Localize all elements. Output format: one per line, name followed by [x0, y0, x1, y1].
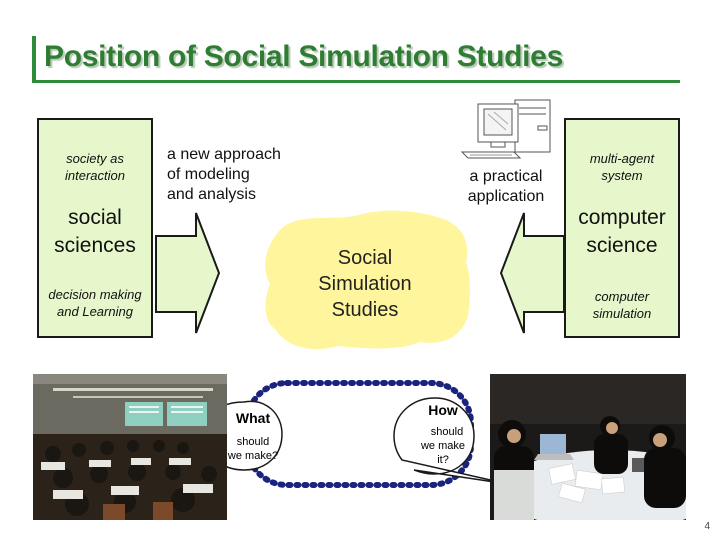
how-speech-bubble: [393, 397, 509, 485]
caption-line: application: [467, 188, 545, 205]
right-arrow-icon: [155, 212, 221, 334]
bubble-line: we make: [420, 440, 466, 452]
right-caption: a practical application: [456, 167, 556, 207]
panel-main-label: computer science: [566, 204, 678, 260]
page-title: Position of Social Simulation Studies: [44, 40, 563, 73]
panel-note-line: simulation: [592, 306, 652, 321]
center-cloud-shape: [265, 210, 470, 350]
page-number: 4: [704, 521, 710, 532]
title-underline: [32, 80, 680, 83]
caption-line: a practical: [469, 168, 543, 185]
panel-note-line: system: [601, 168, 643, 183]
group-discussion-photo: [490, 374, 686, 520]
panel-note-line: interaction: [65, 168, 125, 183]
panel-main-label: social sciences: [39, 204, 151, 260]
what-heading: What: [235, 410, 271, 426]
cloud-line: Studies: [331, 299, 399, 321]
bubble-line: we make?: [227, 450, 279, 462]
lecture-room-photo: [33, 374, 227, 520]
bubble-line: should: [430, 426, 464, 438]
how-bubble-text: How should we make it?: [410, 401, 476, 467]
left-caption: a new approach of modeling and analysis: [167, 145, 281, 205]
caption-line: a new approach: [167, 146, 281, 163]
desktop-computer-icon: [460, 99, 551, 159]
left-arrow-icon: [499, 212, 565, 334]
panel-top-note: multi-agent system: [566, 150, 678, 184]
panel-note-line: multi-agent: [589, 151, 655, 166]
how-heading: How: [428, 402, 458, 418]
computer-science-panel: multi-agent system computer science comp…: [564, 118, 680, 338]
panel-bottom-note: computer simulation: [566, 288, 678, 322]
panel-note-line: decision making: [48, 287, 142, 302]
panel-note-line: and Learning: [57, 304, 133, 319]
panel-top-note: society as interaction: [39, 150, 151, 184]
bubble-line: should: [236, 436, 270, 448]
panel-main-line: social: [68, 206, 122, 229]
caption-line: of modeling: [167, 166, 250, 183]
panel-note-line: computer: [594, 289, 650, 304]
center-cloud-label: Social Simulation Studies: [300, 245, 430, 323]
panel-bottom-note: decision making and Learning: [39, 286, 151, 320]
social-sciences-panel: society as interaction social sciences d…: [37, 118, 153, 338]
caption-line: and analysis: [167, 186, 256, 203]
title-accent-bar: [32, 36, 36, 80]
cloud-line: Social: [337, 247, 393, 269]
cloud-line: Simulation: [318, 273, 412, 295]
panel-main-line: computer: [578, 206, 666, 229]
panel-note-line: society as: [66, 151, 124, 166]
bubble-line: it?: [437, 454, 449, 466]
panel-main-line: sciences: [54, 234, 136, 257]
panel-main-line: science: [586, 234, 658, 257]
what-bubble-text: What should we make?: [224, 409, 282, 463]
